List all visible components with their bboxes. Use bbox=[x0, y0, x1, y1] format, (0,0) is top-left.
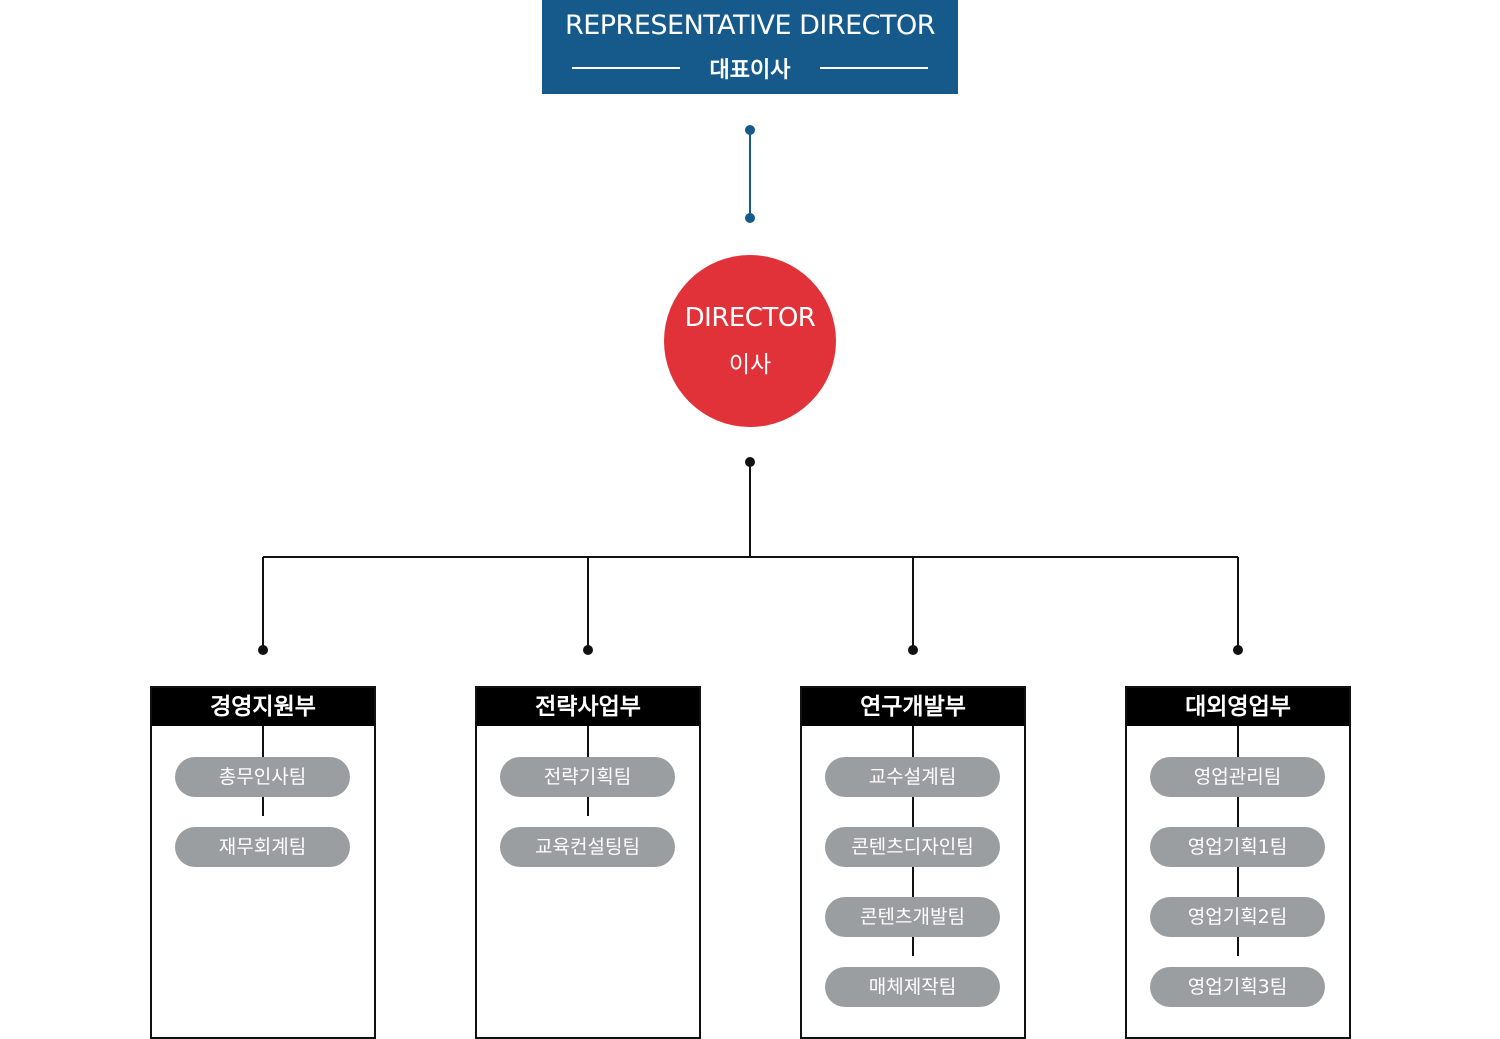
representative-title-row: 대표이사 bbox=[542, 52, 958, 83]
department-box-external-sales: 대외영업부 영업관리팀 영업기획1팀 영업기획2팀 영업기획3팀 bbox=[1125, 686, 1351, 1039]
department-header: 대외영업부 bbox=[1127, 688, 1349, 726]
branch-dot-2 bbox=[583, 645, 593, 655]
director-connector-dot bbox=[745, 457, 755, 467]
team-pill: 총무인사팀 bbox=[175, 757, 350, 797]
team-pill: 콘텐츠개발팀 bbox=[825, 897, 1000, 937]
representative-title-en: REPRESENTATIVE DIRECTOR bbox=[564, 10, 936, 41]
department-box-strategy-business: 전략사업부 전략기획팀 교육컨설팅팀 bbox=[475, 686, 701, 1039]
ceo-connector-dot-bottom bbox=[745, 213, 755, 223]
department-box-management-support: 경영지원부 총무인사팀 재무회계팀 bbox=[150, 686, 376, 1039]
branch-dot-3 bbox=[908, 645, 918, 655]
title-rule-left bbox=[572, 67, 680, 69]
team-pill: 콘텐츠디자인팀 bbox=[825, 827, 1000, 867]
department-header: 전략사업부 bbox=[477, 688, 699, 726]
director-title-en: DIRECTOR bbox=[684, 303, 816, 333]
team-pill: 전략기획팀 bbox=[500, 757, 675, 797]
director-title-ko: 이사 bbox=[728, 352, 772, 378]
representative-director-box: REPRESENTATIVE DIRECTOR 대표이사 bbox=[542, 0, 958, 94]
team-pill: 영업관리팀 bbox=[1150, 757, 1325, 797]
team-pill: 영업기획1팀 bbox=[1150, 827, 1325, 867]
branch-dot-4 bbox=[1233, 645, 1243, 655]
team-pill: 교수설계팀 bbox=[825, 757, 1000, 797]
title-rule-right bbox=[820, 67, 928, 69]
representative-title-ko: 대표이사 bbox=[709, 58, 791, 83]
ceo-connector-dot-top bbox=[745, 125, 755, 135]
team-pill: 영업기획2팀 bbox=[1150, 897, 1325, 937]
director-circle: DIRECTOR 이사 bbox=[664, 255, 836, 427]
department-box-research-development: 연구개발부 교수설계팀 콘텐츠디자인팀 콘텐츠개발팀 매체제작팀 bbox=[800, 686, 1026, 1039]
team-pill: 매체제작팀 bbox=[825, 967, 1000, 1007]
team-pill: 교육컨설팅팀 bbox=[500, 827, 675, 867]
branch-dot-1 bbox=[258, 645, 268, 655]
team-pill: 영업기획3팀 bbox=[1150, 967, 1325, 1007]
team-pill: 재무회계팀 bbox=[175, 827, 350, 867]
department-header: 연구개발부 bbox=[802, 688, 1024, 726]
department-header: 경영지원부 bbox=[152, 688, 374, 726]
